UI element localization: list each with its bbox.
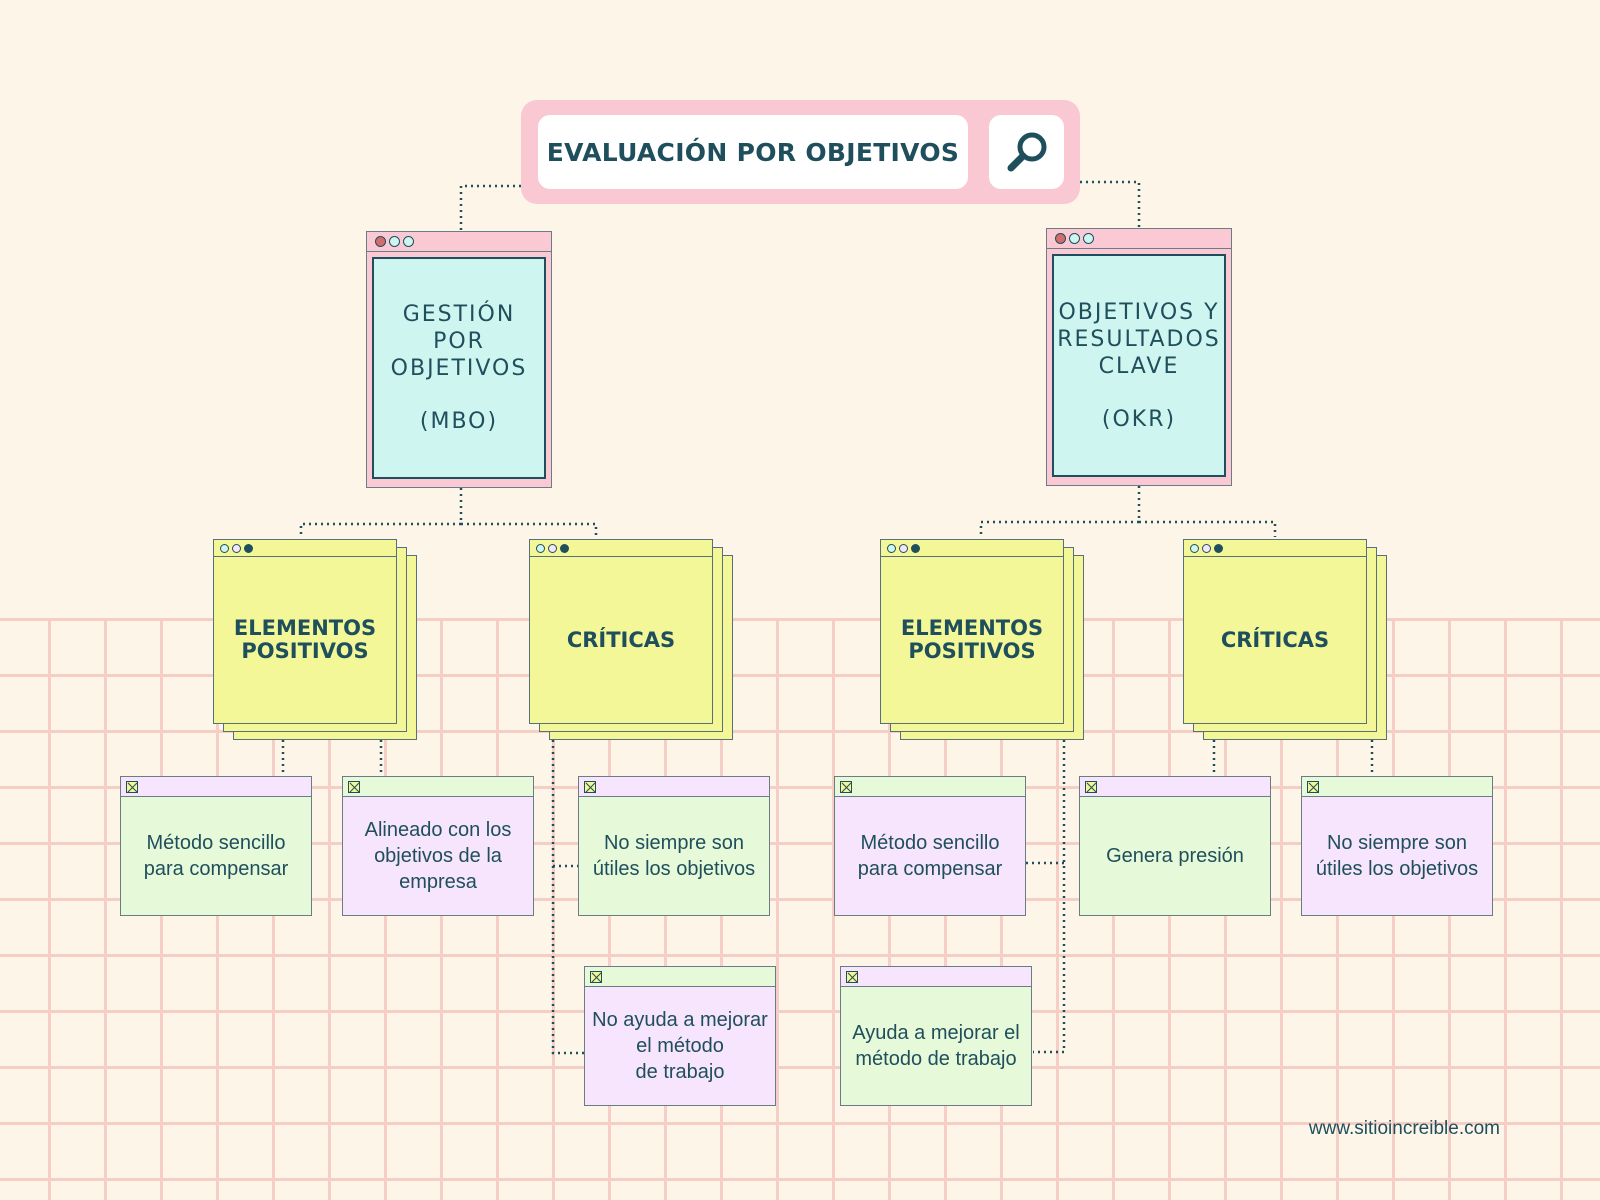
image-placeholder-icon <box>348 781 360 793</box>
note-text: No ayuda a mejorar el método de trabajo <box>592 1009 768 1083</box>
search-button[interactable] <box>989 115 1064 189</box>
okr-title-line1: OBJETIVOS Y <box>1058 299 1220 325</box>
dot-icon <box>220 544 229 553</box>
okr-title: OBJETIVOS Y RESULTADOS CLAVE (OKR) <box>1052 254 1226 477</box>
search-icon <box>1007 132 1046 172</box>
okr-window: OBJETIVOS Y RESULTADOS CLAVE (OKR) <box>1046 228 1232 486</box>
image-placeholder-icon <box>126 781 138 793</box>
okr-positive-label: ELEMENTOS POSITIVOS <box>900 616 1044 663</box>
mbo-window: GESTIÓN POR OBJETIVOS (MBO) <box>366 231 552 488</box>
note-text: Método sencillo para compensar <box>857 832 1003 880</box>
mbo-positive-card: ELEMENTOS POSITIVOS <box>213 539 417 740</box>
note-text: Genera presión <box>1106 845 1244 867</box>
card-titlebar <box>214 540 396 557</box>
mbo-title-line1: GESTIÓN <box>402 302 516 327</box>
dot-icon <box>1202 544 1211 553</box>
image-placeholder-icon <box>1085 781 1097 793</box>
dot-icon <box>560 544 569 553</box>
dot-icon <box>232 544 241 553</box>
image-placeholder-icon <box>590 971 602 983</box>
okr-critical-label: CRÍTICAS <box>1220 627 1330 652</box>
note-mbo-critical-2: No ayuda a mejorar el método de trabajo <box>584 966 776 1106</box>
note-text: Alineado con los objetivos de la empresa <box>364 819 512 893</box>
note-okr-critical-1: Genera presión <box>1079 776 1271 916</box>
image-placeholder-icon <box>846 971 858 983</box>
window-titlebar <box>367 232 551 252</box>
window-titlebar <box>1047 229 1231 249</box>
search-field[interactable]: EVALUACIÓN POR OBJETIVOS <box>538 115 968 189</box>
dot-icon <box>536 544 545 553</box>
note-mbo-positive-1: Método sencillo para compensar <box>120 776 312 916</box>
dot-icon <box>1190 544 1199 553</box>
note-text: Método sencillo para compensar <box>143 832 289 880</box>
dot-icon <box>244 544 253 553</box>
mbo-critical-label: CRÍTICAS <box>566 627 676 652</box>
mbo-positive-label: ELEMENTOS POSITIVOS <box>233 616 377 663</box>
maximize-dot-icon <box>1083 233 1094 244</box>
note-mbo-critical-1: No siempre son útiles los objetivos <box>578 776 770 916</box>
dot-icon <box>911 544 920 553</box>
card-titlebar <box>881 540 1063 557</box>
footer-url: www.sitioincreible.com <box>1308 1118 1500 1139</box>
image-placeholder-icon <box>840 781 852 793</box>
note-okr-critical-2: No siempre son útiles los objetivos <box>1301 776 1493 916</box>
maximize-dot-icon <box>403 236 414 247</box>
dot-icon <box>899 544 908 553</box>
mbo-title-line2: POR <box>433 329 485 354</box>
close-dot-icon <box>1055 233 1066 244</box>
mbo-title: GESTIÓN POR OBJETIVOS (MBO) <box>372 257 546 479</box>
mbo-critical-card: CRÍTICAS <box>529 539 733 740</box>
card-titlebar <box>530 540 712 557</box>
mbo-abbreviation: (MBO) <box>419 409 499 434</box>
mbo-title-line3: OBJETIVOS <box>390 356 528 381</box>
minimize-dot-icon <box>1069 233 1080 244</box>
dot-icon <box>887 544 896 553</box>
dot-icon <box>548 544 557 553</box>
note-okr-positive-1: Método sencillo para compensar <box>834 776 1026 916</box>
note-text: Ayuda a mejorar el método de trabajo <box>852 1022 1020 1070</box>
image-placeholder-icon <box>1307 781 1319 793</box>
okr-critical-card: CRÍTICAS <box>1183 539 1387 740</box>
search-bar: EVALUACIÓN POR OBJETIVOS <box>521 100 1080 204</box>
image-placeholder-icon <box>584 781 596 793</box>
note-text: No siempre son útiles los objetivos <box>1315 832 1479 880</box>
note-mbo-positive-2: Alineado con los objetivos de la empresa <box>342 776 534 916</box>
note-okr-positive-2: Ayuda a mejorar el método de trabajo <box>840 966 1032 1106</box>
okr-title-line2: RESULTADOS <box>1057 326 1221 352</box>
minimize-dot-icon <box>389 236 400 247</box>
card-titlebar <box>1184 540 1366 557</box>
note-text: No siempre son útiles los objetivos <box>592 832 756 880</box>
dot-icon <box>1214 544 1223 553</box>
okr-positive-card: ELEMENTOS POSITIVOS <box>880 539 1084 740</box>
okr-title-line3: CLAVE <box>1098 353 1180 379</box>
okr-abbreviation: (OKR) <box>1101 406 1177 432</box>
close-dot-icon <box>375 236 386 247</box>
